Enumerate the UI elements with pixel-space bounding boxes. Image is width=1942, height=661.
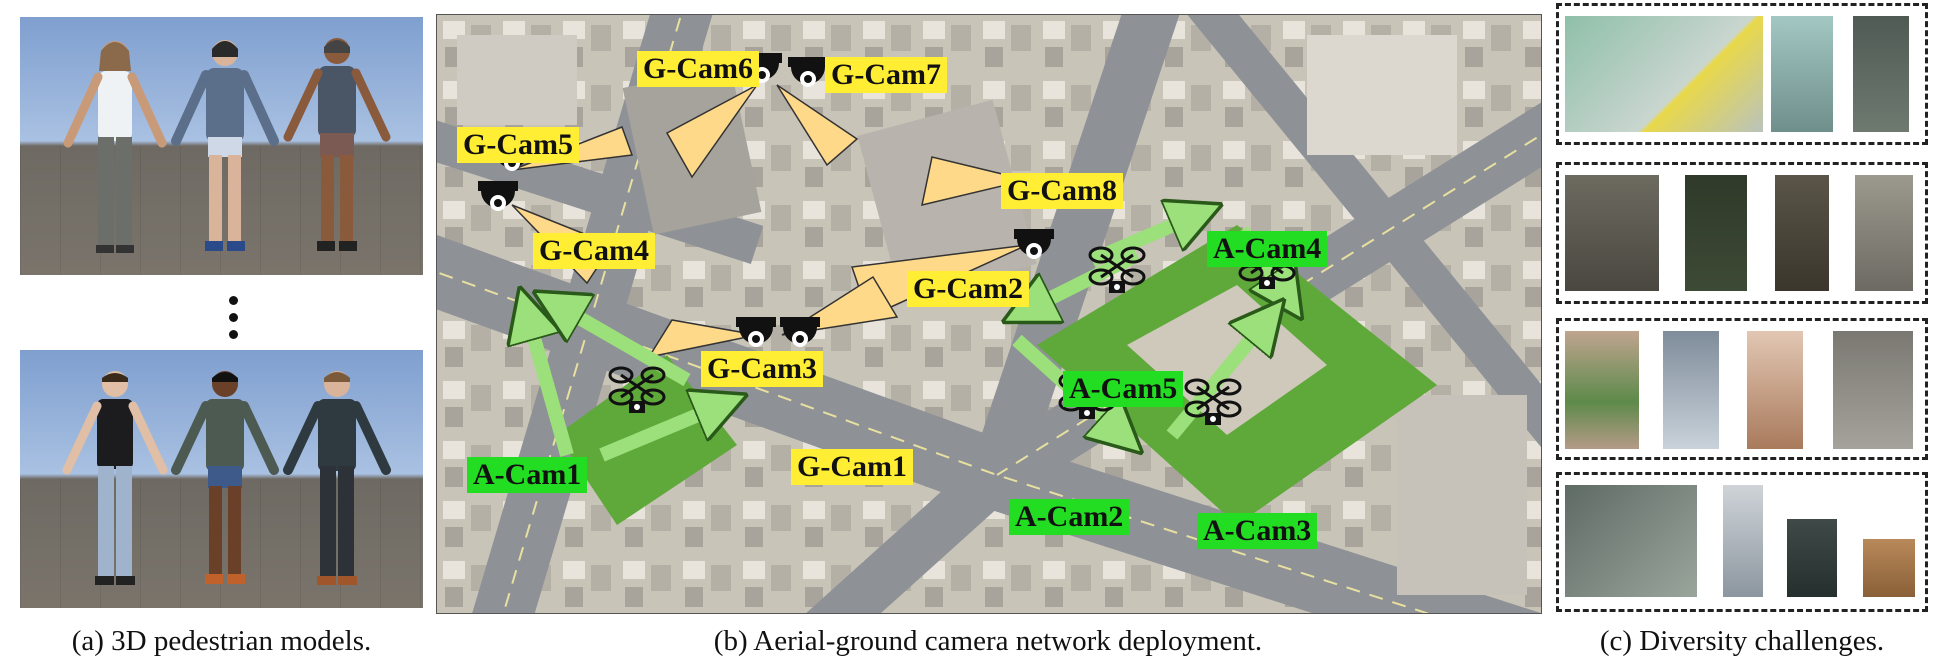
pedestrian-model-male-3 (283, 371, 391, 585)
label-g-cam5: G-Cam5 (457, 127, 579, 163)
label-g-cam7: G-Cam7 (825, 57, 947, 93)
pedestrian-thumbnail (1853, 16, 1909, 132)
dome-camera-icon (1014, 229, 1054, 259)
dome-camera-icon (780, 317, 820, 347)
diversity-group-2 (1556, 162, 1928, 304)
camera-network-map: G-Cam6 G-Cam7 G-Cam5 G-Cam4 G-Cam8 G-Cam… (436, 14, 1542, 614)
ellipsis-vertical-icon (229, 296, 239, 347)
pedestrian-thumbnail (1771, 16, 1833, 132)
pedestrian-thumbnail (1863, 539, 1915, 597)
pedestrian-thumbnail (1565, 485, 1697, 597)
city-aerial-view (437, 15, 1541, 613)
fov-cone-g3 (647, 319, 758, 359)
caption-b: (b) Aerial-ground camera network deploym… (713, 625, 1263, 657)
fov-cone-g7 (776, 84, 859, 167)
caption-a: (a) 3D pedestrian models. (71, 625, 372, 657)
label-g-cam3: G-Cam3 (701, 351, 823, 387)
flight-arrow-a1-back (557, 305, 691, 387)
label-a-cam5: A-Cam5 (1063, 371, 1184, 407)
panel-pedestrian-models: (a) 3D pedestrian models. (0, 0, 430, 661)
pedestrian-thumbnail (1787, 519, 1837, 597)
pedestrian-thumbnail (1723, 485, 1763, 597)
pedestrian-thumbnail (1663, 331, 1719, 449)
diversity-group-3 (1556, 318, 1928, 460)
pedestrian-models-top (20, 17, 423, 275)
label-g-cam8: G-Cam8 (1001, 173, 1123, 209)
label-g-cam4: G-Cam4 (533, 233, 655, 269)
pedestrian-model-male-1 (62, 371, 168, 585)
drone-icon (1088, 246, 1146, 293)
pedestrian-model-female-1 (63, 41, 167, 253)
fov-cone-g6 (665, 84, 758, 179)
drone-icon (1184, 378, 1242, 425)
dome-camera-icon (788, 57, 828, 87)
label-a-cam4: A-Cam4 (1207, 231, 1328, 267)
pedestrian-thumbnail (1833, 331, 1913, 449)
label-a-cam2: A-Cam2 (1009, 499, 1130, 535)
pedestrian-thumbnail (1565, 175, 1659, 291)
pedestrian-model-female-3 (283, 38, 391, 251)
label-g-cam6: G-Cam6 (637, 51, 759, 87)
label-a-cam3: A-Cam3 (1197, 513, 1318, 549)
pedestrian-thumbnail (1775, 175, 1829, 291)
pedestrian-thumbnail (1685, 175, 1747, 291)
diversity-group-1 (1556, 3, 1928, 145)
dome-camera-icon (478, 181, 518, 211)
label-a-cam1: A-Cam1 (467, 457, 588, 493)
label-g-cam1: G-Cam1 (791, 449, 913, 485)
flight-arrow-a3-up (1166, 320, 1267, 440)
pedestrian-thumbnail (1565, 16, 1763, 132)
pedestrian-thumbnail (1855, 175, 1913, 291)
pedestrian-model-male-2 (171, 371, 279, 584)
caption-c: (c) Diversity challenges. (1599, 625, 1885, 657)
diversity-group-4 (1556, 472, 1928, 612)
label-g-cam2: G-Cam2 (907, 271, 1029, 307)
dome-camera-icon (736, 317, 776, 347)
pedestrian-thumbnail (1747, 331, 1803, 449)
drone-icon (608, 366, 666, 413)
pedestrian-model-female-2 (171, 40, 279, 251)
pedestrian-thumbnail (1565, 331, 1639, 449)
pedestrian-models-bottom (20, 350, 423, 608)
fov-cone-g8 (921, 156, 1028, 207)
flight-arrow-a1-right (599, 405, 722, 462)
